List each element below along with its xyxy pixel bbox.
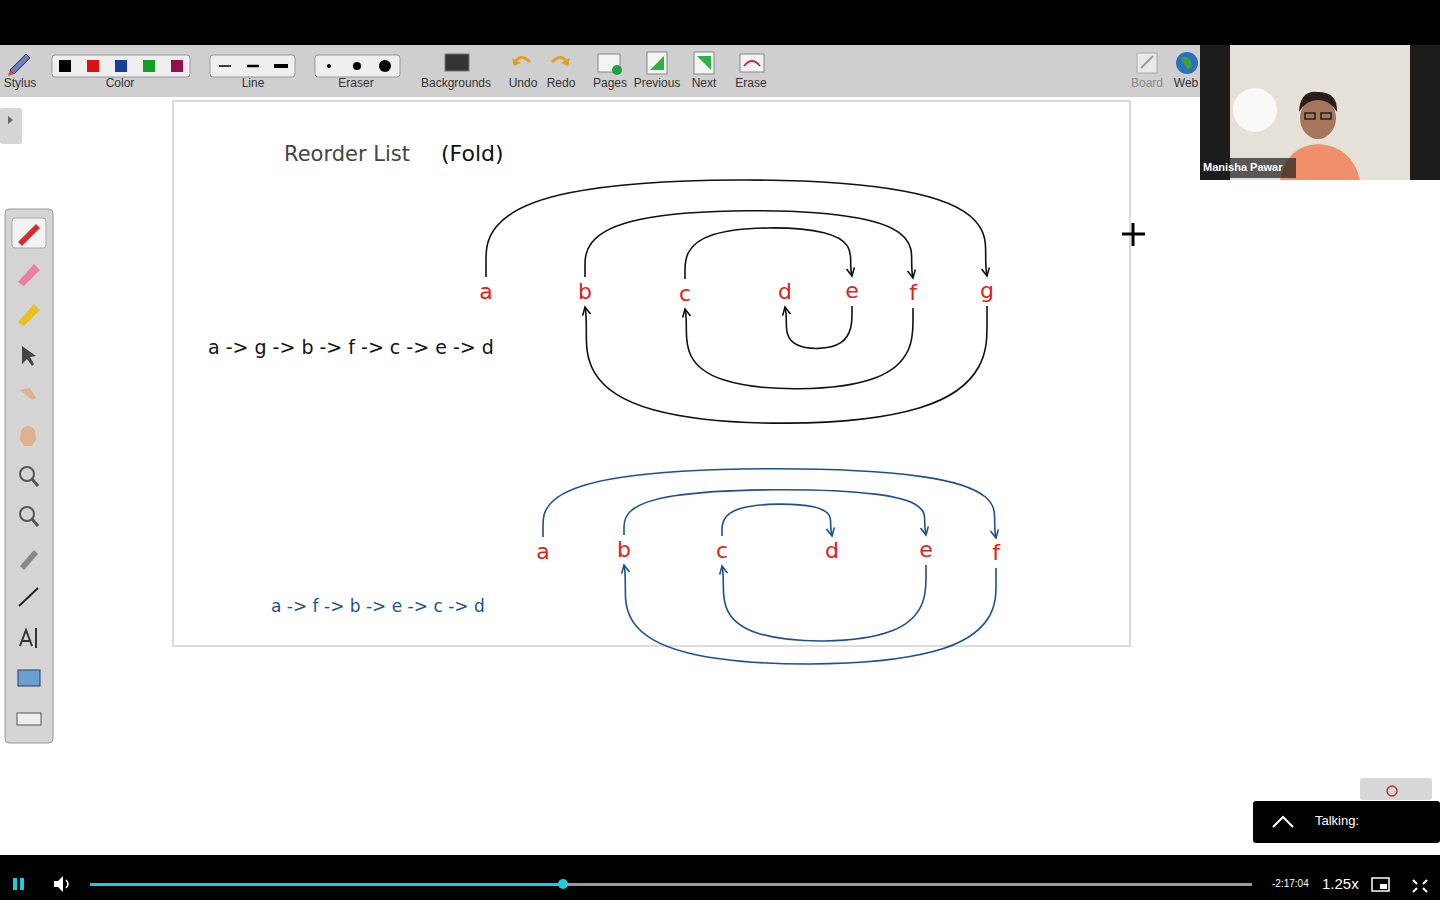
list-node: a	[533, 540, 552, 564]
sequence-text: a -> g -> b -> f -> c -> e -> d	[208, 337, 494, 359]
fold-arrow	[585, 306, 987, 423]
toolbar-label: Next	[692, 77, 717, 91]
toolbar-label: Line	[242, 77, 265, 91]
fold-arrow	[486, 180, 987, 277]
toolbar-label: Previous	[634, 77, 681, 91]
list-node: b	[575, 280, 595, 304]
node-letter: f	[992, 542, 1000, 564]
node-letter: c	[716, 540, 728, 562]
node-letter: d	[825, 540, 839, 562]
node-letter: b	[617, 539, 631, 561]
toolbar-icons	[445, 52, 1198, 75]
toolbar-label: Color	[106, 77, 135, 91]
line-widths	[210, 55, 295, 77]
whiteboard-page	[173, 101, 1130, 646]
fold-arrow	[543, 469, 996, 538]
status-text: Talking:	[1315, 814, 1359, 829]
node-letter: e	[919, 539, 933, 561]
toolbar-label: Eraser	[338, 77, 373, 91]
playback-speed: 1.25x	[1322, 875, 1359, 892]
time-remaining: -2:17:04	[1272, 878, 1309, 890]
fold-arrow	[722, 504, 832, 536]
node-letter: g	[980, 280, 994, 302]
tool-palette	[5, 209, 53, 743]
list-node: b	[614, 538, 634, 562]
fold-arrow	[624, 565, 996, 664]
fold-arrow	[722, 565, 926, 641]
fold-arrow	[685, 228, 852, 279]
fold-arrow	[624, 490, 926, 535]
talking-indicator	[1253, 778, 1440, 843]
fold-arrow	[685, 308, 913, 389]
list-node: d	[822, 539, 842, 563]
node-letter: d	[778, 281, 792, 303]
top-bar	[0, 0, 1440, 45]
fold-arrow	[785, 306, 852, 348]
board-title: Reorder List	[284, 142, 410, 166]
toolbar-label: Redo	[547, 77, 576, 91]
list-node: a	[476, 280, 495, 304]
toolbar-label: Web	[1174, 77, 1198, 91]
node-letter: e	[845, 280, 859, 302]
list-node: c	[713, 539, 731, 563]
node-letter: f	[909, 282, 917, 304]
color-swatches	[52, 55, 190, 77]
webcam-video	[1200, 45, 1440, 180]
list-node: g	[977, 279, 997, 303]
toolbar-label: Backgrounds	[421, 77, 491, 91]
side-tab	[0, 108, 22, 144]
crosshair-cursor	[1122, 223, 1145, 246]
fold-arrow	[585, 211, 913, 278]
list-node: d	[775, 280, 795, 304]
node-letter: a	[479, 281, 492, 303]
node-letter: b	[578, 281, 592, 303]
sequence-text: a -> f -> b -> e -> c -> d	[271, 597, 485, 617]
list-node: e	[842, 279, 862, 303]
participant-name: Manisha Pawar	[1203, 161, 1282, 174]
list-node: e	[916, 538, 936, 562]
eraser-sizes	[315, 55, 400, 77]
list-node: f	[906, 281, 920, 305]
toolbar-label: Stylus	[4, 77, 37, 91]
toolbar-label: Board	[1131, 77, 1163, 91]
toolbar	[0, 45, 1200, 97]
video-player-bar	[0, 855, 1440, 900]
list-node: f	[989, 541, 1003, 565]
node-letter: c	[679, 283, 691, 305]
side-tab-arrow	[8, 116, 13, 124]
toolbar-label: Erase	[735, 77, 766, 91]
stylus-icon	[8, 54, 30, 76]
toolbar-label: Undo	[509, 77, 538, 91]
toolbar-label: Pages	[593, 77, 627, 91]
board-note: (Fold)	[441, 141, 504, 166]
list-node: c	[676, 282, 694, 306]
node-letter: a	[536, 541, 549, 563]
